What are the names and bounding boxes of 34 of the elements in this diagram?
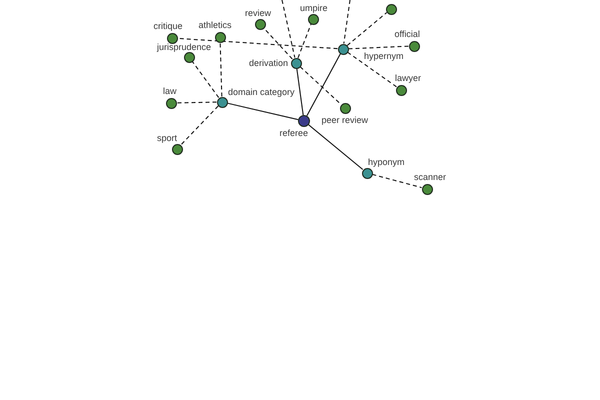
- node-label: hypernym: [364, 51, 404, 61]
- node-label: sport: [157, 133, 178, 143]
- node-label: peer review: [322, 115, 368, 125]
- node-label: domain category: [228, 87, 295, 97]
- connector-line: [180, 106, 219, 146]
- node-label: referee: [280, 128, 308, 138]
- node-label: hyponym: [368, 157, 405, 167]
- connector-line: [177, 38, 338, 50]
- connector-line: [306, 53, 341, 116]
- node-label: review: [245, 8, 272, 18]
- node-label: critique: [154, 21, 183, 31]
- node-label: official: [394, 29, 420, 39]
- node-label: umpire: [300, 3, 328, 13]
- node-label: scanner: [414, 172, 446, 182]
- connector-line: [347, 52, 397, 88]
- node-label: law: [163, 86, 177, 96]
- connector-line: [348, 46, 409, 50]
- node-label: lawyer: [395, 73, 422, 83]
- connector-line: [346, 12, 388, 46]
- connector-line: [343, 0, 350, 44]
- node-label: athletics: [198, 20, 232, 30]
- connector-line: [372, 174, 422, 188]
- connector-line: [308, 124, 364, 170]
- connector-line: [282, 0, 296, 58]
- node-label: derivation: [249, 58, 288, 68]
- connector-line: [296, 68, 304, 116]
- connector-line: [192, 60, 220, 98]
- connector-line: [220, 42, 222, 97]
- connector-line: [263, 28, 293, 60]
- connector-line: [176, 102, 217, 104]
- node-label: jurisprudence: [157, 42, 212, 52]
- connector-line: [298, 24, 312, 58]
- connector-line: [226, 102, 299, 120]
- connector-line: [300, 66, 342, 105]
